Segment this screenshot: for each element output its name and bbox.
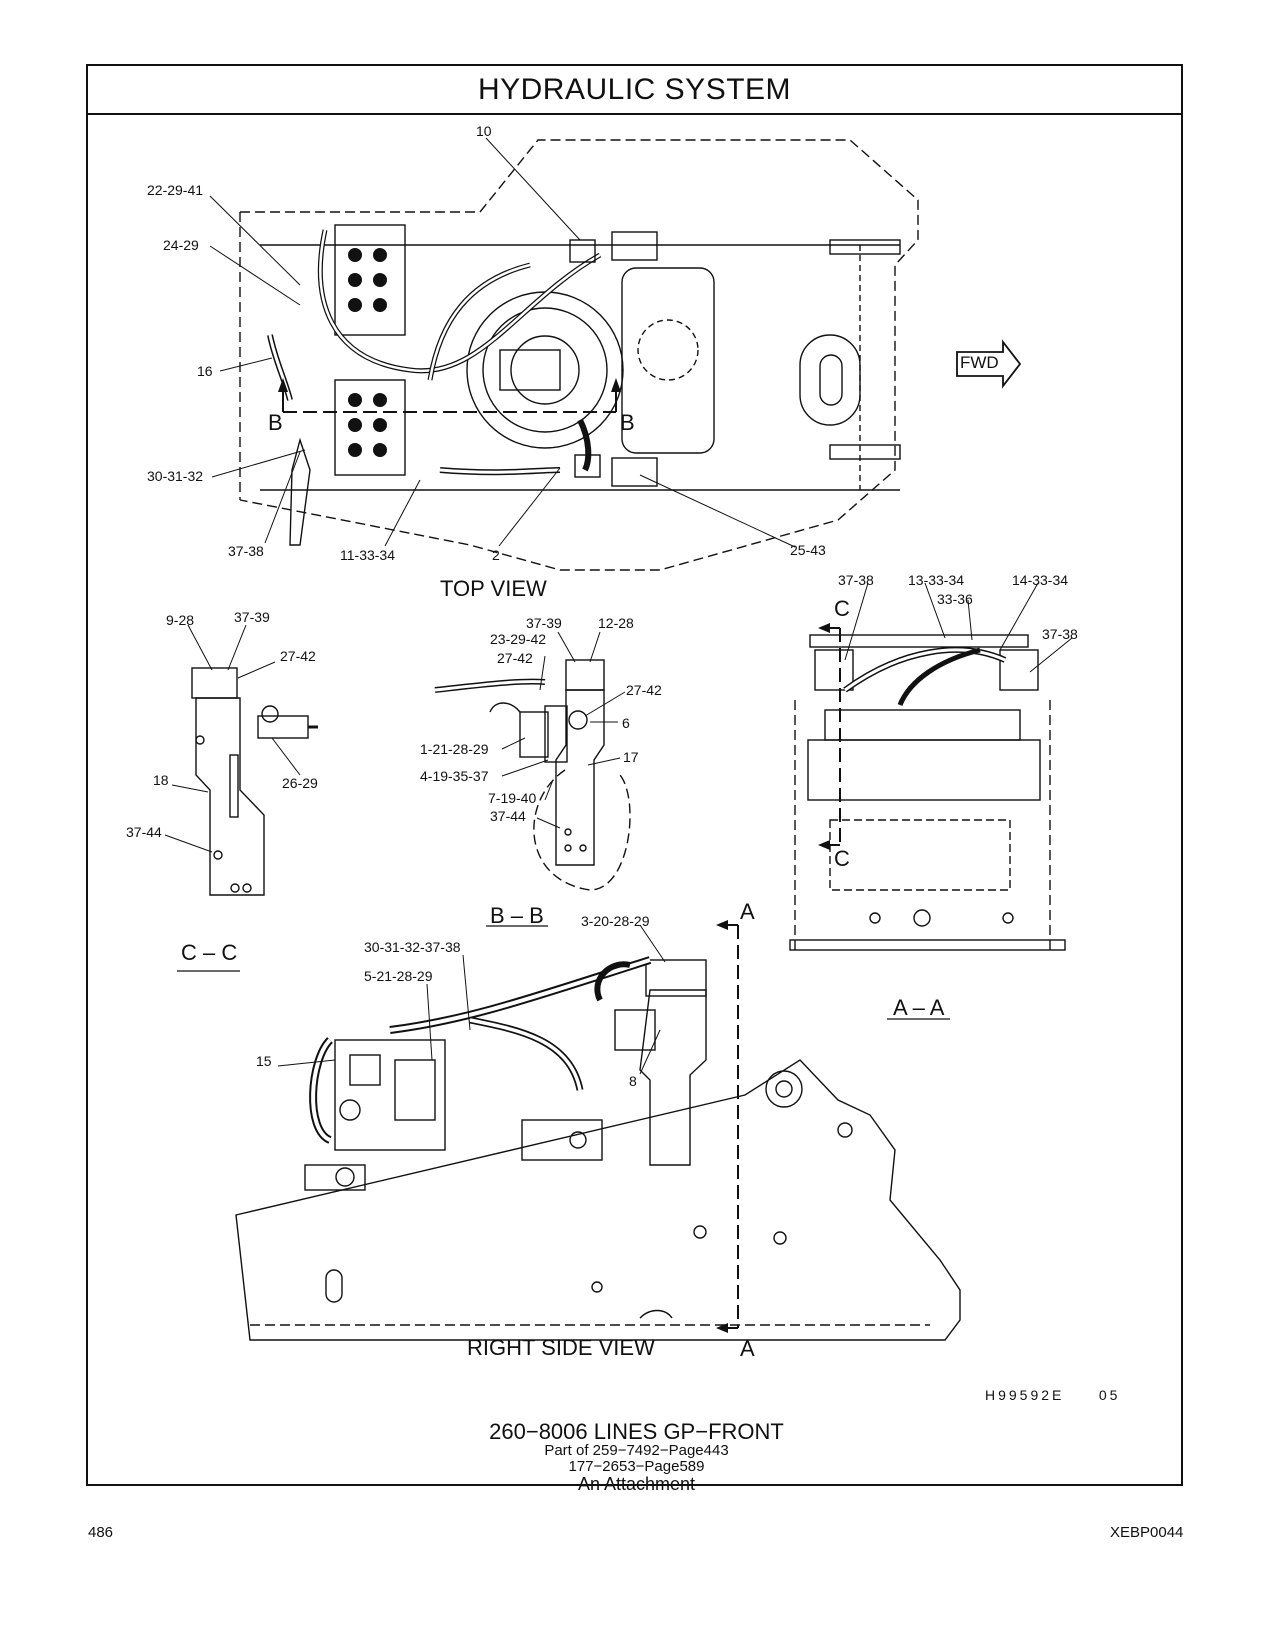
section-bb-illustration — [434, 631, 631, 891]
callout-22-29-41: 22-29-41 — [147, 182, 204, 198]
callout-6: 6 — [622, 715, 630, 731]
right-side-view-illustration — [235, 920, 961, 1341]
top-view-illustration — [209, 137, 1022, 571]
callout-27-42-cc: 27-42 — [280, 648, 316, 664]
callout-37-38-aa-a: 37-38 — [838, 572, 874, 588]
section-cc-title: C – C — [181, 940, 238, 965]
page-title: HYDRAULIC SYSTEM — [477, 72, 792, 106]
section-aa-title: A – A — [893, 995, 945, 1020]
callout-27-42-bb-a: 27-42 — [497, 650, 533, 666]
callout-33-36: 33-36 — [937, 591, 973, 607]
section-bb-title: B – B — [490, 903, 544, 928]
callout-23-29-42: 23-29-42 — [490, 631, 547, 647]
section-marker-b-left: B — [268, 410, 283, 435]
callout-1-21-28-29: 1-21-28-29 — [420, 741, 489, 757]
callout-7-19-40: 7-19-40 — [488, 790, 537, 806]
callout-30-31-32-37-38: 30-31-32-37-38 — [364, 939, 461, 955]
callout-13-33-34: 13-33-34 — [908, 572, 965, 588]
callout-30-31-32: 30-31-32 — [147, 468, 204, 484]
section-marker-a-bottom: A — [740, 1336, 755, 1361]
callout-37-38-aa-b: 37-38 — [1042, 626, 1078, 642]
title-bar: HYDRAULIC SYSTEM — [88, 66, 1181, 115]
document-code: XEBP0044 — [1110, 1524, 1184, 1541]
drawing-reference: H99592E 05 — [985, 1387, 1121, 1403]
fwd-label: FWD — [960, 353, 999, 372]
callout-5-21-28-29: 5-21-28-29 — [364, 968, 433, 984]
footer: 260−8006 LINES GP−FRONT Part of 259−7492… — [0, 1420, 1273, 1493]
callout-14-33-34: 14-33-34 — [1012, 572, 1069, 588]
drawing-frame: HYDRAULIC SYSTEM — [86, 64, 1183, 1486]
callout-10: 10 — [476, 123, 492, 139]
callout-37-39-bb: 37-39 — [526, 615, 562, 631]
callout-18: 18 — [153, 772, 169, 788]
callout-37-39-cc: 37-39 — [234, 609, 270, 625]
callout-9-28: 9-28 — [166, 612, 195, 628]
footer-part-title: 260−8006 LINES GP−FRONT — [489, 1419, 784, 1444]
section-aa-illustration — [789, 582, 1073, 951]
footer-page-ref: 177−2653−Page589 — [568, 1457, 705, 1475]
section-marker-a-top: A — [740, 899, 755, 924]
section-marker-b-right: B — [620, 410, 635, 435]
callout-8: 8 — [629, 1073, 637, 1089]
footer-part-of: Part of 259−7492−Page443 — [544, 1442, 729, 1460]
section-marker-c-bottom: C — [834, 846, 850, 871]
callout-26-29: 26-29 — [282, 775, 318, 791]
callout-17: 17 — [623, 749, 639, 765]
callout-37-38: 37-38 — [228, 543, 264, 559]
callout-24-29: 24-29 — [163, 237, 199, 253]
section-cc-illustration — [164, 624, 318, 896]
callout-3-20-28-29: 3-20-28-29 — [581, 913, 650, 929]
callout-4-19-35-37: 4-19-35-37 — [420, 768, 489, 784]
footer-attachment: An Attachment — [577, 1473, 696, 1494]
callout-16: 16 — [197, 363, 213, 379]
callout-12-28: 12-28 — [598, 615, 634, 631]
callout-27-42-bb-b: 27-42 — [626, 682, 662, 698]
section-marker-c-top: C — [834, 596, 850, 621]
callout-2: 2 — [492, 547, 500, 563]
right-side-view-label: RIGHT SIDE VIEW — [467, 1335, 655, 1360]
callout-15: 15 — [256, 1053, 272, 1069]
callout-37-44-bb: 37-44 — [490, 808, 526, 824]
callout-11-33-34: 11-33-34 — [340, 547, 396, 563]
top-view-label: TOP VIEW — [440, 576, 547, 601]
page-number: 486 — [88, 1524, 114, 1541]
callout-37-44-cc: 37-44 — [126, 824, 162, 840]
callout-25-43: 25-43 — [790, 542, 826, 558]
